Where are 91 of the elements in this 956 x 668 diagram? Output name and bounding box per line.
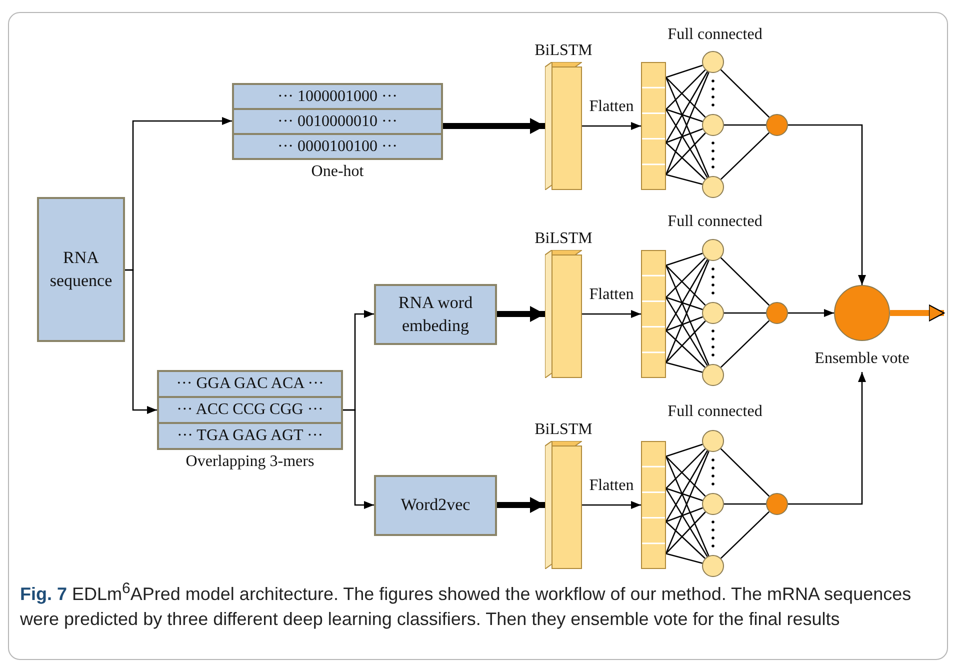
box-text: RNA sequence bbox=[48, 247, 114, 292]
connection-line bbox=[720, 320, 770, 368]
arrow bbox=[497, 306, 545, 322]
flatten-vector bbox=[641, 250, 666, 378]
layer-title: Full connected bbox=[668, 403, 762, 421]
block-caption: Overlapping 3-mers bbox=[186, 453, 314, 471]
sequence-row: ··· 1000001000 ··· bbox=[234, 85, 441, 108]
neuron-circle bbox=[702, 364, 724, 386]
connection-line bbox=[666, 132, 706, 176]
sequence-row: ··· ACC CCG CGG ··· bbox=[159, 398, 341, 422]
layer-label: BiLSTM bbox=[534, 421, 592, 439]
arrow bbox=[343, 409, 374, 509]
layer-title: Full connected bbox=[668, 213, 762, 231]
edge-label: Flatten bbox=[589, 477, 634, 495]
process-box bbox=[374, 284, 497, 345]
arrow bbox=[582, 310, 641, 318]
connection-line bbox=[666, 264, 706, 306]
neuron-circle bbox=[702, 176, 724, 198]
connection-line bbox=[665, 297, 708, 366]
connection-line bbox=[666, 64, 703, 78]
arrow bbox=[890, 304, 945, 322]
connection-line bbox=[720, 448, 770, 497]
flatten-vector bbox=[641, 441, 666, 569]
arrow bbox=[443, 118, 545, 134]
connection-line bbox=[724, 503, 766, 505]
node-label: Ensemble vote bbox=[814, 350, 910, 368]
arrow bbox=[497, 497, 545, 513]
neuron-circle bbox=[702, 493, 724, 515]
arrow bbox=[125, 269, 157, 414]
neuron-circle bbox=[702, 114, 724, 136]
box-text: RNA word embeding bbox=[397, 292, 474, 337]
connection-line bbox=[720, 257, 770, 306]
connection-line bbox=[724, 124, 766, 126]
sequence-row: ··· 0000100100 ··· bbox=[234, 135, 441, 158]
connection-line bbox=[666, 296, 703, 310]
arrow bbox=[788, 124, 866, 285]
connection-line bbox=[666, 362, 703, 373]
connection-line bbox=[666, 448, 706, 489]
arrow bbox=[788, 372, 866, 505]
neuron-circle bbox=[702, 51, 724, 73]
connection-line bbox=[666, 257, 706, 298]
connection-line bbox=[665, 488, 708, 557]
connection-line bbox=[666, 521, 706, 559]
sequence-row: ··· 0010000010 ··· bbox=[234, 110, 441, 133]
layer-label: BiLSTM bbox=[534, 42, 592, 60]
figure-caption: Fig. 7 EDLm$^{6}$APred model architecture. The figures showed the workflow of our method. The mRNA sequences were predicted by three different deep learning classifiers. Then they ensemble vote for the final results bbox=[20, 579, 912, 631]
connection-line bbox=[666, 76, 706, 118]
connection-line bbox=[666, 488, 703, 502]
layer-label: BiLSTM bbox=[534, 230, 592, 248]
block-caption: One-hot bbox=[311, 163, 364, 181]
connection-line bbox=[666, 252, 703, 266]
connection-line bbox=[665, 259, 708, 331]
connection-line bbox=[720, 511, 770, 559]
flatten-vector bbox=[641, 62, 666, 190]
connection-line bbox=[724, 312, 766, 314]
connection-line bbox=[720, 69, 770, 118]
layer-title: Full connected bbox=[668, 26, 762, 44]
neuron-circle bbox=[702, 239, 724, 261]
connection-line bbox=[666, 552, 703, 564]
neuron-circle bbox=[702, 302, 724, 324]
connection-line bbox=[666, 507, 703, 522]
connection-line bbox=[666, 128, 703, 144]
box-text: Word2vec bbox=[400, 494, 470, 516]
connection-line bbox=[666, 316, 703, 332]
connection-line bbox=[665, 450, 708, 522]
connection-line bbox=[666, 142, 706, 180]
connection-line bbox=[720, 132, 770, 180]
arrow bbox=[582, 501, 641, 509]
connection-line bbox=[666, 512, 706, 554]
neuron-circle bbox=[702, 430, 724, 452]
connection-line bbox=[666, 69, 706, 110]
sequence-row: ··· GGA GAC ACA ··· bbox=[159, 372, 341, 396]
connection-line bbox=[666, 456, 706, 497]
edge-label: Flatten bbox=[589, 98, 634, 116]
connection-line bbox=[665, 71, 708, 143]
arrow bbox=[788, 309, 834, 317]
neuron-circle bbox=[702, 555, 724, 577]
process-box bbox=[37, 197, 125, 342]
connection-line bbox=[666, 108, 703, 122]
edge-label: Flatten bbox=[589, 286, 634, 304]
connection-line bbox=[666, 444, 703, 458]
output-neuron bbox=[766, 493, 788, 515]
connection-line bbox=[666, 330, 706, 368]
arrow bbox=[582, 122, 641, 130]
connection-line bbox=[666, 320, 706, 364]
output-neuron bbox=[766, 114, 788, 136]
sequence-row: ··· TGA GAG AGT ··· bbox=[159, 424, 341, 448]
process-box bbox=[374, 475, 497, 536]
connection-line bbox=[665, 109, 708, 178]
connection-line bbox=[666, 174, 703, 185]
output-neuron bbox=[766, 302, 788, 324]
